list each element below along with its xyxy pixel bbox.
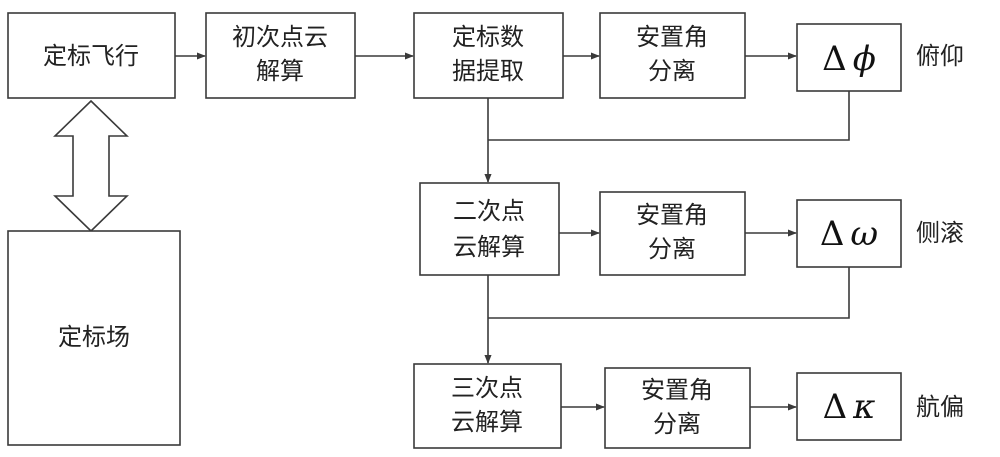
mount-angle-separation-3-line2: 分离 <box>653 410 701 438</box>
calib-extract-label-line1: 定标数 <box>452 23 524 51</box>
calib-extract-label-line2: 据提取 <box>452 57 524 85</box>
calib-field-label: 定标场 <box>58 323 130 351</box>
mount-angle-separation-2-line2: 分离 <box>648 235 696 263</box>
omega-symbol: ω <box>850 214 878 254</box>
delta-sign-2: Δ <box>820 214 845 254</box>
mount-angle-separation-node-1: 安置角 分离 <box>599 12 746 99</box>
mount-angle-separation-1-line2: 分离 <box>648 57 696 85</box>
mount-angle-separation-node-3: 安置角 分离 <box>604 367 751 449</box>
feedback-line-phi <box>488 91 850 141</box>
calib-extract-node: 定标数 据提取 <box>413 12 564 99</box>
calib-field-node: 定标场 <box>7 230 181 446</box>
second-solve-label-line1: 二次点 <box>453 197 525 225</box>
roll-label: 侧滚 <box>916 219 964 247</box>
mount-angle-separation-2-line1: 安置角 <box>636 201 708 229</box>
third-solve-node: 三次点 云解算 <box>413 363 562 449</box>
first-solve-node: 初次点云 解算 <box>205 12 356 99</box>
mount-angle-separation-node-2: 安置角 分离 <box>599 191 746 276</box>
calib-flight-label: 定标飞行 <box>43 42 139 70</box>
pitch-label: 俯仰 <box>916 42 964 70</box>
third-solve-label-line2: 云解算 <box>451 408 523 436</box>
yaw-label: 航偏 <box>916 393 964 421</box>
calib-flight-node: 定标飞行 <box>7 12 176 99</box>
first-solve-label-line1: 初次点云 <box>232 23 328 51</box>
kappa-symbol: κ <box>852 387 875 427</box>
first-solve-label-line2: 解算 <box>256 57 304 85</box>
mount-angle-separation-3-line1: 安置角 <box>641 376 713 404</box>
feedback-line-omega <box>488 267 850 319</box>
second-solve-label-line2: 云解算 <box>453 233 525 261</box>
second-solve-node: 二次点 云解算 <box>419 182 560 276</box>
delta-sign-3: Δ <box>823 387 848 427</box>
phi-symbol: ϕ <box>853 39 876 79</box>
bidirectional-arrow <box>53 99 129 233</box>
third-solve-label-line1: 三次点 <box>451 374 523 402</box>
mount-angle-separation-1-line1: 安置角 <box>636 23 708 51</box>
delta-sign-1: Δ <box>822 39 847 79</box>
